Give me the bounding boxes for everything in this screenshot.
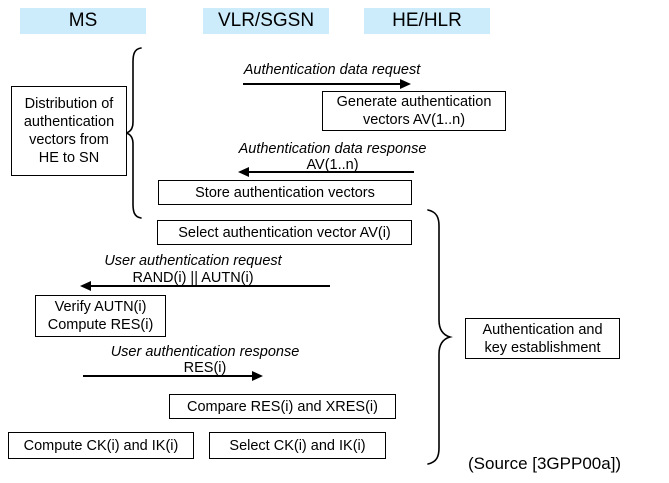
- phase-box-distribution: Distribution of authentication vectors f…: [11, 86, 127, 176]
- phase-brace-authentication: [424, 208, 462, 466]
- process-box-store-auth-vectors-label: Store authentication vectors: [195, 184, 375, 201]
- message-label-user-auth-request: User authentication request: [78, 253, 308, 270]
- process-box-select-auth-vector: Select authentication vector AV(i): [157, 220, 412, 245]
- phase-brace-distribution: [124, 46, 148, 220]
- message-sublabel-auth-data-response-text: AV(1..n): [306, 157, 359, 173]
- source-note: (Source [3GPP00a]): [468, 453, 621, 475]
- process-box-compute-ck-ik-label: Compute CK(i) and IK(i): [23, 437, 179, 454]
- process-box-generate-auth-vectors-label: Generate authentication vectors AV(1..n): [336, 94, 492, 128]
- message-label-user-auth-response-text: User authentication response: [110, 344, 300, 360]
- process-box-verify-compute: Verify AUTN(i) Compute RES(i): [35, 295, 166, 337]
- process-box-compute-ck-ik: Compute CK(i) and IK(i): [8, 432, 194, 459]
- message-arrow-auth-data-response-line: [247, 171, 414, 173]
- message-label-user-auth-response: User authentication response: [85, 344, 325, 361]
- column-header-vlr-sgsn-label: VLR/SGSN: [217, 10, 315, 31]
- message-arrow-user-auth-request-line: [89, 285, 330, 287]
- message-label-auth-data-request: Authentication data request: [232, 62, 432, 79]
- message-arrow-user-auth-request: [80, 281, 330, 291]
- column-header-he-hlr-label: HE/HLR: [392, 10, 462, 31]
- phase-box-authentication-label: Authentication and key establishment: [482, 321, 603, 356]
- process-box-compare-res-xres-label: Compare RES(i) and XRES(i): [187, 398, 378, 415]
- message-sublabel-user-auth-response-text: RES(i): [183, 360, 227, 376]
- message-arrow-auth-data-response: [238, 167, 414, 177]
- column-header-ms: MS: [20, 8, 146, 34]
- phase-brace-distribution-shape: [125, 47, 142, 219]
- column-header-vlr-sgsn: VLR/SGSN: [203, 8, 329, 34]
- message-sublabel-user-auth-request: RAND(i) || AUTN(i): [78, 270, 308, 287]
- message-sublabel-user-auth-request-text: RAND(i) || AUTN(i): [132, 270, 254, 286]
- message-label-auth-data-request-text: Authentication data request: [243, 62, 421, 78]
- process-box-select-ck-ik-label: Select CK(i) and IK(i): [229, 437, 366, 454]
- column-header-he-hlr: HE/HLR: [364, 8, 490, 34]
- phase-box-distribution-label: Distribution of authentication vectors f…: [23, 96, 115, 166]
- source-note-text: (Source [3GPP00a]): [468, 454, 622, 473]
- message-label-auth-data-response-text: Authentication data response: [238, 141, 427, 157]
- message-arrow-user-auth-request-head: [80, 281, 91, 291]
- process-box-generate-auth-vectors: Generate authentication vectors AV(1..n): [322, 91, 506, 131]
- message-arrow-auth-data-request-head: [400, 79, 411, 89]
- process-box-compare-res-xres: Compare RES(i) and XRES(i): [169, 394, 396, 419]
- message-arrow-user-auth-response-line: [83, 375, 255, 377]
- message-sublabel-auth-data-response: AV(1..n): [230, 157, 435, 174]
- message-arrow-auth-data-request: [243, 79, 413, 89]
- message-sublabel-user-auth-response: RES(i): [85, 360, 325, 377]
- message-arrow-user-auth-response-head: [252, 371, 263, 381]
- message-arrow-user-auth-response: [83, 371, 268, 381]
- phase-box-authentication: Authentication and key establishment: [465, 318, 620, 359]
- message-arrow-auth-data-request-line: [243, 83, 403, 85]
- process-box-select-auth-vector-label: Select authentication vector AV(i): [178, 224, 391, 241]
- phase-brace-authentication-shape: [427, 209, 453, 465]
- message-label-user-auth-request-text: User authentication request: [104, 253, 282, 269]
- column-header-ms-label: MS: [68, 10, 98, 31]
- process-box-store-auth-vectors: Store authentication vectors: [158, 180, 412, 205]
- process-box-select-ck-ik: Select CK(i) and IK(i): [209, 432, 386, 459]
- process-box-verify-compute-label: Verify AUTN(i) Compute RES(i): [47, 299, 154, 333]
- message-arrow-auth-data-response-head: [238, 167, 249, 177]
- message-label-auth-data-response: Authentication data response: [230, 141, 435, 158]
